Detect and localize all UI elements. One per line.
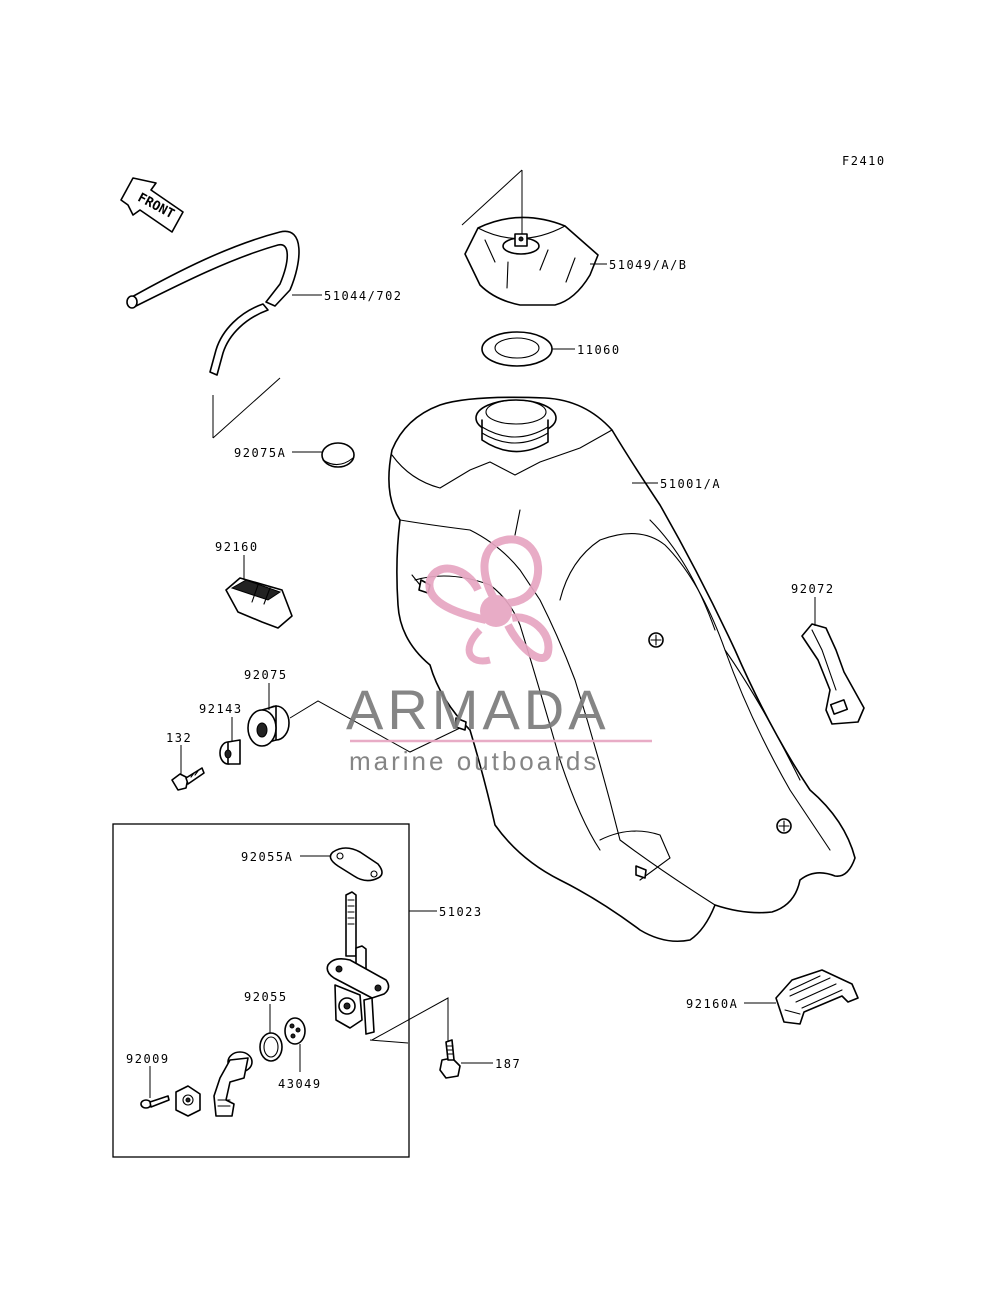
label-11060: 11060 [577, 343, 621, 357]
part-damper-92160a [775, 969, 859, 1025]
label-132: 132 [166, 731, 192, 745]
part-cock-gasket [329, 847, 383, 882]
label-92160: 92160 [215, 540, 259, 554]
part-tank-damper [225, 577, 293, 629]
figure-code: F2410 [842, 154, 886, 168]
part-fuel-cock [326, 891, 390, 1035]
part-diaphragm [284, 1017, 306, 1045]
label-92072: 92072 [791, 582, 835, 596]
propeller-logo-icon [425, 535, 553, 665]
part-fuel-tank [388, 396, 856, 943]
watermark-tagline: marine outboards [349, 746, 599, 776]
label-92143: 92143 [199, 702, 243, 716]
label-51044-702: 51044/702 [324, 289, 403, 303]
label-51001-a: 51001/A [660, 477, 721, 491]
part-bolt-187 [439, 1039, 461, 1079]
watermark-brand: ARMADA [346, 678, 610, 741]
front-arrow-icon: FRONT [120, 177, 184, 233]
part-tank-strap [801, 623, 865, 725]
label-51023: 51023 [439, 905, 483, 919]
part-collar [219, 739, 241, 765]
part-bolt-132 [171, 767, 205, 791]
label-92160a: 92160A [686, 997, 738, 1011]
label-51049-a-b: 51049/A/B [609, 258, 688, 272]
label-187: 187 [495, 1057, 521, 1071]
fuel-cock-group-frame [112, 823, 410, 1158]
label-92009: 92009 [126, 1052, 170, 1066]
part-cock-lever [213, 1051, 253, 1117]
part-cap-gasket [481, 331, 553, 367]
part-breather-hose [126, 230, 300, 376]
part-plug [321, 442, 355, 468]
armada-watermark: ARMADA marine outboards [346, 535, 652, 776]
part-cock-plate [175, 1085, 201, 1117]
part-grommet [247, 705, 290, 747]
label-92075a: 92075A [234, 446, 286, 460]
label-92075: 92075 [244, 668, 288, 682]
label-92055: 92055 [244, 990, 288, 1004]
part-screw-92009 [140, 1095, 170, 1109]
label-92055a: 92055A [241, 850, 293, 864]
label-43049: 43049 [278, 1077, 322, 1091]
part-fuel-cap [464, 216, 599, 306]
part-o-ring [259, 1032, 283, 1062]
